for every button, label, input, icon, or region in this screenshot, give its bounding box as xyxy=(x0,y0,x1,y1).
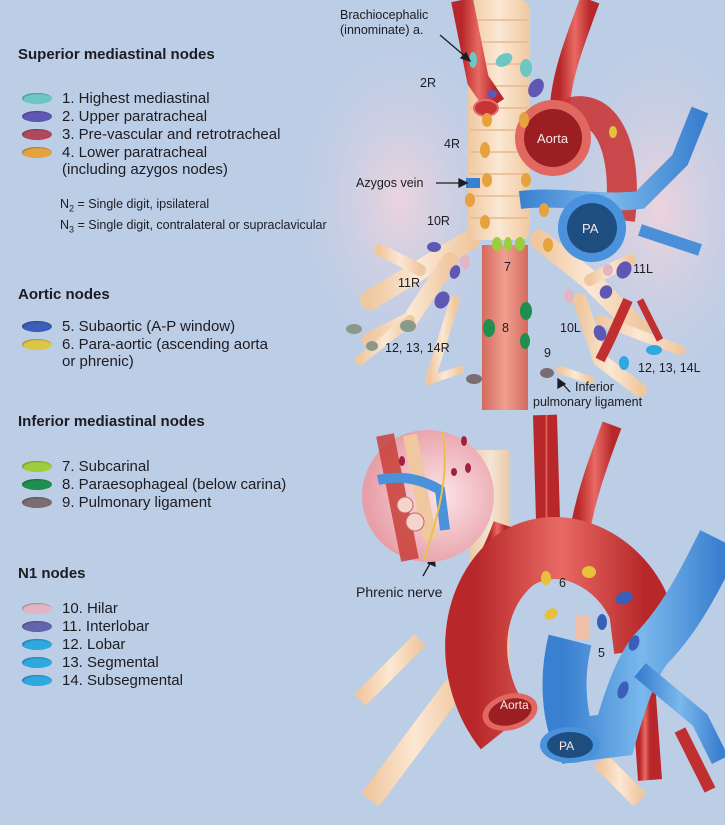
label-6: 6 xyxy=(559,576,566,590)
legend-item-2: 2. Upper paratracheal xyxy=(22,108,207,125)
legend-item-7: 7. Subcarinal xyxy=(22,458,150,475)
section-title-n1: N1 nodes xyxy=(18,565,86,582)
node-11-swatch-icon xyxy=(22,621,52,632)
node-4-swatch-icon xyxy=(22,147,52,158)
label-azygos-vein: Azygos vein xyxy=(356,176,424,190)
label-10l: 10L xyxy=(560,321,581,335)
label-innominate: (innominate) a. xyxy=(340,23,424,37)
node-5-swatch-icon xyxy=(22,321,52,332)
section-title-inferior: Inferior mediastinal nodes xyxy=(18,413,205,430)
label-12-13-14l: 12, 13, 14L xyxy=(638,361,701,375)
label-11r: 11R xyxy=(398,276,421,290)
legend-item-1: 1. Highest mediastinal xyxy=(22,90,210,107)
bottom-illustration xyxy=(354,414,725,807)
legend-item-4: 4. Lower paratracheal (including azygos … xyxy=(22,144,228,178)
label-12-13-14r: 12, 13, 14R xyxy=(385,341,450,355)
top-illustration xyxy=(355,0,709,410)
label-aorta-top: Aorta xyxy=(537,131,569,146)
node-12-swatch-icon xyxy=(22,639,52,650)
node-10-swatch-icon xyxy=(22,603,52,614)
node-7-swatch-icon xyxy=(22,461,52,472)
legend-item-3: 3. Pre-vascular and retrotracheal xyxy=(22,126,280,143)
label-aorta-bottom: Aorta xyxy=(500,698,529,712)
label-8: 8 xyxy=(502,321,509,335)
azygos-vein xyxy=(466,178,480,188)
label-5: 5 xyxy=(598,646,605,660)
label-11l: 11L xyxy=(633,262,653,276)
label-9: 9 xyxy=(544,346,551,360)
legend-item-8: 8. Paraesophageal (below carina) xyxy=(22,476,286,493)
legend-item-9: 9. Pulmonary ligament xyxy=(22,494,211,511)
node-8-swatch-icon xyxy=(22,479,52,490)
n3-note: N3 = Single digit, contralateral or supr… xyxy=(60,218,327,235)
label-10r: 10R xyxy=(427,214,450,228)
section-title-superior: Superior mediastinal nodes xyxy=(18,46,215,63)
legend-item-14: 14. Subsegmental xyxy=(22,672,183,689)
legend-item-13: 13. Segmental xyxy=(22,654,159,671)
label-pa-top: PA xyxy=(582,221,599,236)
n2-note: N2 = Single digit, ipsilateral xyxy=(60,197,210,214)
label-7: 7 xyxy=(504,260,511,274)
node-2-swatch-icon xyxy=(22,111,52,122)
node-13-swatch-icon xyxy=(22,657,52,668)
legend-item-11: 11. Interlobar xyxy=(22,618,149,635)
left-carotid xyxy=(550,0,600,111)
label-brachiocephalic: Brachiocephalic xyxy=(340,8,429,22)
label-4r: 4R xyxy=(444,137,460,151)
label-pulmonary-ligament: pulmonary ligament xyxy=(533,395,643,409)
label-phrenic-nerve: Phrenic nerve xyxy=(356,584,443,600)
label-pa-bottom: PA xyxy=(559,739,575,753)
nodes-top xyxy=(346,52,662,384)
node-14-swatch-icon xyxy=(22,675,52,686)
node-1-swatch-icon xyxy=(22,93,52,104)
section-title-aortic: Aortic nodes xyxy=(18,286,110,303)
node-9-swatch-icon xyxy=(22,497,52,508)
pa-lumen xyxy=(567,203,617,253)
legend-item-6: 6. Para-aortic (ascending aorta or phren… xyxy=(22,336,268,370)
node-6-swatch-icon xyxy=(22,339,52,350)
aorta-lumen xyxy=(524,109,582,167)
node-3-swatch-icon xyxy=(22,129,52,140)
legend-item-5: 5. Subaortic (A-P window) xyxy=(22,318,235,335)
legend-item-12: 12. Lobar xyxy=(22,636,125,653)
label-inferior: Inferior xyxy=(575,380,614,394)
legend-item-10: 10. Hilar xyxy=(22,600,118,617)
label-2r: 2R xyxy=(420,76,436,90)
